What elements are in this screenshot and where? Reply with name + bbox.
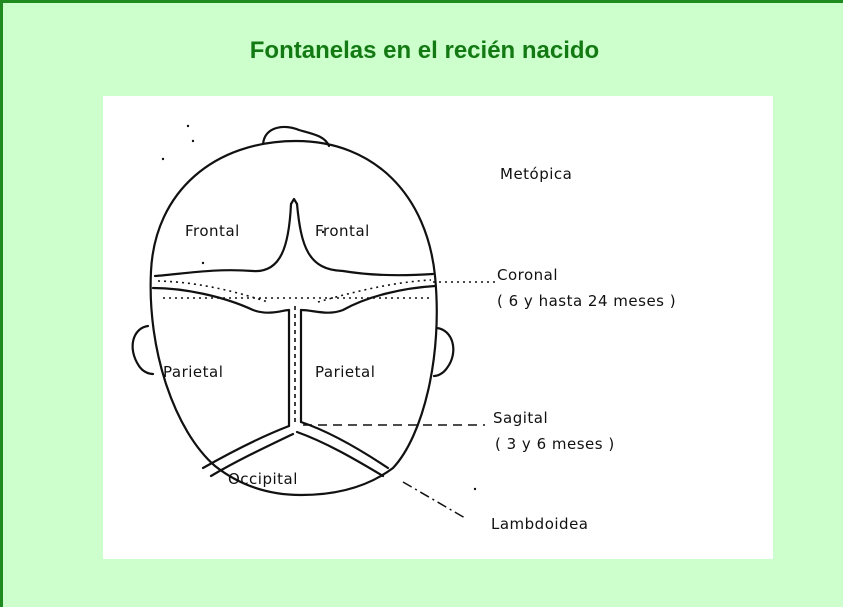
sagital-label: Sagital xyxy=(493,409,548,427)
page-title: Fontanelas en el recién nacido xyxy=(249,37,600,64)
skull-diagram: Frontal Frontal Parietal Parietal Occipi… xyxy=(131,124,676,533)
dot xyxy=(201,261,205,265)
parietal-left-label: Parietal xyxy=(163,363,223,381)
lambdoid-right-1 xyxy=(299,420,390,470)
lambdoidea-label: Lambdoidea xyxy=(491,515,589,533)
lambdoid-left-2 xyxy=(209,432,295,478)
coronal-dotted-1 xyxy=(157,280,269,303)
coronal-lower-right xyxy=(299,284,437,314)
coronal-label: Coronal xyxy=(497,266,558,284)
coronal-lower xyxy=(151,286,291,314)
coronal-dotted-2 xyxy=(317,279,432,303)
occipital-label: Occipital xyxy=(228,470,298,488)
dot xyxy=(473,487,477,491)
dot xyxy=(191,139,195,143)
dot xyxy=(161,157,165,161)
sagital-time-label: ( 3 y 6 meses ) xyxy=(495,435,615,453)
frontal-right-curve xyxy=(295,202,435,277)
skull-top-knob xyxy=(261,125,331,148)
dot xyxy=(321,230,325,234)
metopica-label: Metópica xyxy=(500,165,572,183)
metopic-tip xyxy=(289,197,299,206)
frontal-left-label: Frontal xyxy=(185,222,240,240)
skull-outline xyxy=(149,139,438,497)
parietal-right-label: Parietal xyxy=(315,363,375,381)
coronal-time-label: ( 6 y hasta 24 meses ) xyxy=(497,292,676,310)
right-ear xyxy=(432,326,455,378)
frontal-right-label: Frontal xyxy=(315,222,370,240)
left-ear xyxy=(131,324,155,376)
frontal-left-curve xyxy=(153,202,293,278)
lambdoid-leader xyxy=(402,481,466,519)
lambdoid-left-1 xyxy=(201,424,291,470)
lambdoid-right-2 xyxy=(295,430,385,478)
diagram-panel: Frontal Frontal Parietal Parietal Occipi… xyxy=(103,96,773,559)
dot xyxy=(186,124,190,128)
